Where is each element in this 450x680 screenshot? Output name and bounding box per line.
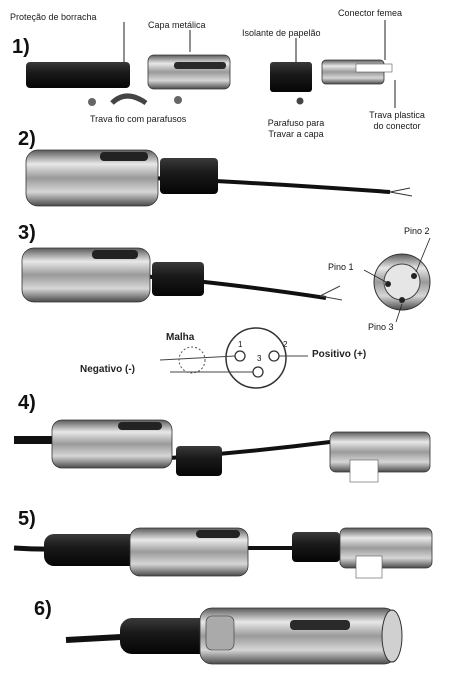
label-pin-2: Pino 2 [404,226,430,236]
wiring-schematic [159,327,308,389]
step4-female-connector [329,431,431,473]
step-number-4: 4) [18,392,36,414]
pin-3-contact [399,297,405,303]
step-number-2: 2) [18,128,36,150]
step3-wires [319,285,341,297]
step4-assembly [14,419,431,483]
pointer-line [395,303,403,323]
pointer-line [363,269,387,283]
schematic-label-negative: Negativo (-) [80,364,135,375]
label-plastic-lock: Trava plastica do conector [354,110,440,132]
step5-cap-slot [196,530,240,538]
step2-wires [389,191,413,197]
step6-cable-clamp [205,615,235,651]
step2-cap-slot [100,152,148,161]
schematic-pin-number-2: 2 [283,340,288,349]
step-number-3: 3) [18,222,36,244]
label-cable-clamp: Trava fio com parafusos [90,114,187,124]
clamp-screw-left [88,98,96,106]
cap-screw [296,97,304,105]
label-cap-screw-line1: Parafuso para [267,118,325,128]
clamp-screw-right [174,96,182,104]
metal-cap-slot [174,62,226,69]
step2-wires [389,187,411,193]
schematic-pin-1 [234,350,246,362]
schematic-pin-number-1: 1 [238,340,243,349]
schematic-shield-symbol [178,346,206,374]
female-connector-slot [355,63,393,73]
step5-metal-cap [129,527,249,577]
label-pin-1: Pino 1 [328,262,354,272]
step2-metal-cap [25,149,159,207]
label-metal-cap: Capa metálica [148,20,206,30]
step3-rubber-boot [152,262,204,296]
step5-rubber-boot [44,534,140,566]
schematic-pin-2 [268,350,280,362]
pin-1-contact [385,281,391,287]
step4-rubber-boot [176,446,222,476]
label-female-connector: Conector femea [338,8,403,18]
rubber-boot [26,62,130,88]
step6-connector-face [381,609,403,663]
step3-wires [319,295,343,301]
step5-plastic-lock [355,555,383,579]
schematic-shield-wire [159,355,236,361]
step-number-1: 1) [12,36,30,58]
label-plastic-lock-line1: Trava plastica [369,110,425,120]
step6-assembly [65,607,403,665]
step2-rubber-boot [160,158,218,194]
step3-assembly [21,237,431,323]
step4-metal-cap [51,419,173,469]
step3-cap-slot [92,250,138,259]
schematic-label-shield: Malha [166,332,195,343]
schematic-pin-number-3: 3 [257,354,262,363]
step5-female-connector [339,527,433,569]
label-cap-screw-line2: Travar a capa [268,129,324,139]
step6-rubber-boot [120,618,216,654]
step-number-5: 5) [18,508,36,530]
label-rubber-protection: Proteção de borracha [10,12,97,22]
step-number-6: 6) [34,598,52,620]
step2-assembly [25,149,413,207]
label-cap-screw: Parafuso para Travar a capa [248,118,344,140]
step5-assembly [13,527,433,579]
step5-insulator [292,532,340,562]
step1-parts [26,20,396,108]
metal-cap [147,54,231,90]
step4-plastic-lock [349,459,379,483]
pointer-line [415,237,431,273]
label-paper-insulator: Isolante de papelão [242,28,321,38]
pin-2-contact [411,273,417,279]
schematic-connector-outline [225,327,287,389]
paper-insulator [270,62,312,92]
step4-cap-slot [118,422,162,430]
label-plastic-lock-line2: do conector [373,121,421,131]
schematic-label-positive: Positivo (+) [312,349,367,360]
cable-clamp [110,93,148,106]
step6-cap-slot [290,620,350,630]
label-pin-3: Pino 3 [368,322,394,332]
step3-metal-cap [21,247,151,303]
schematic-pin-3 [252,366,264,378]
